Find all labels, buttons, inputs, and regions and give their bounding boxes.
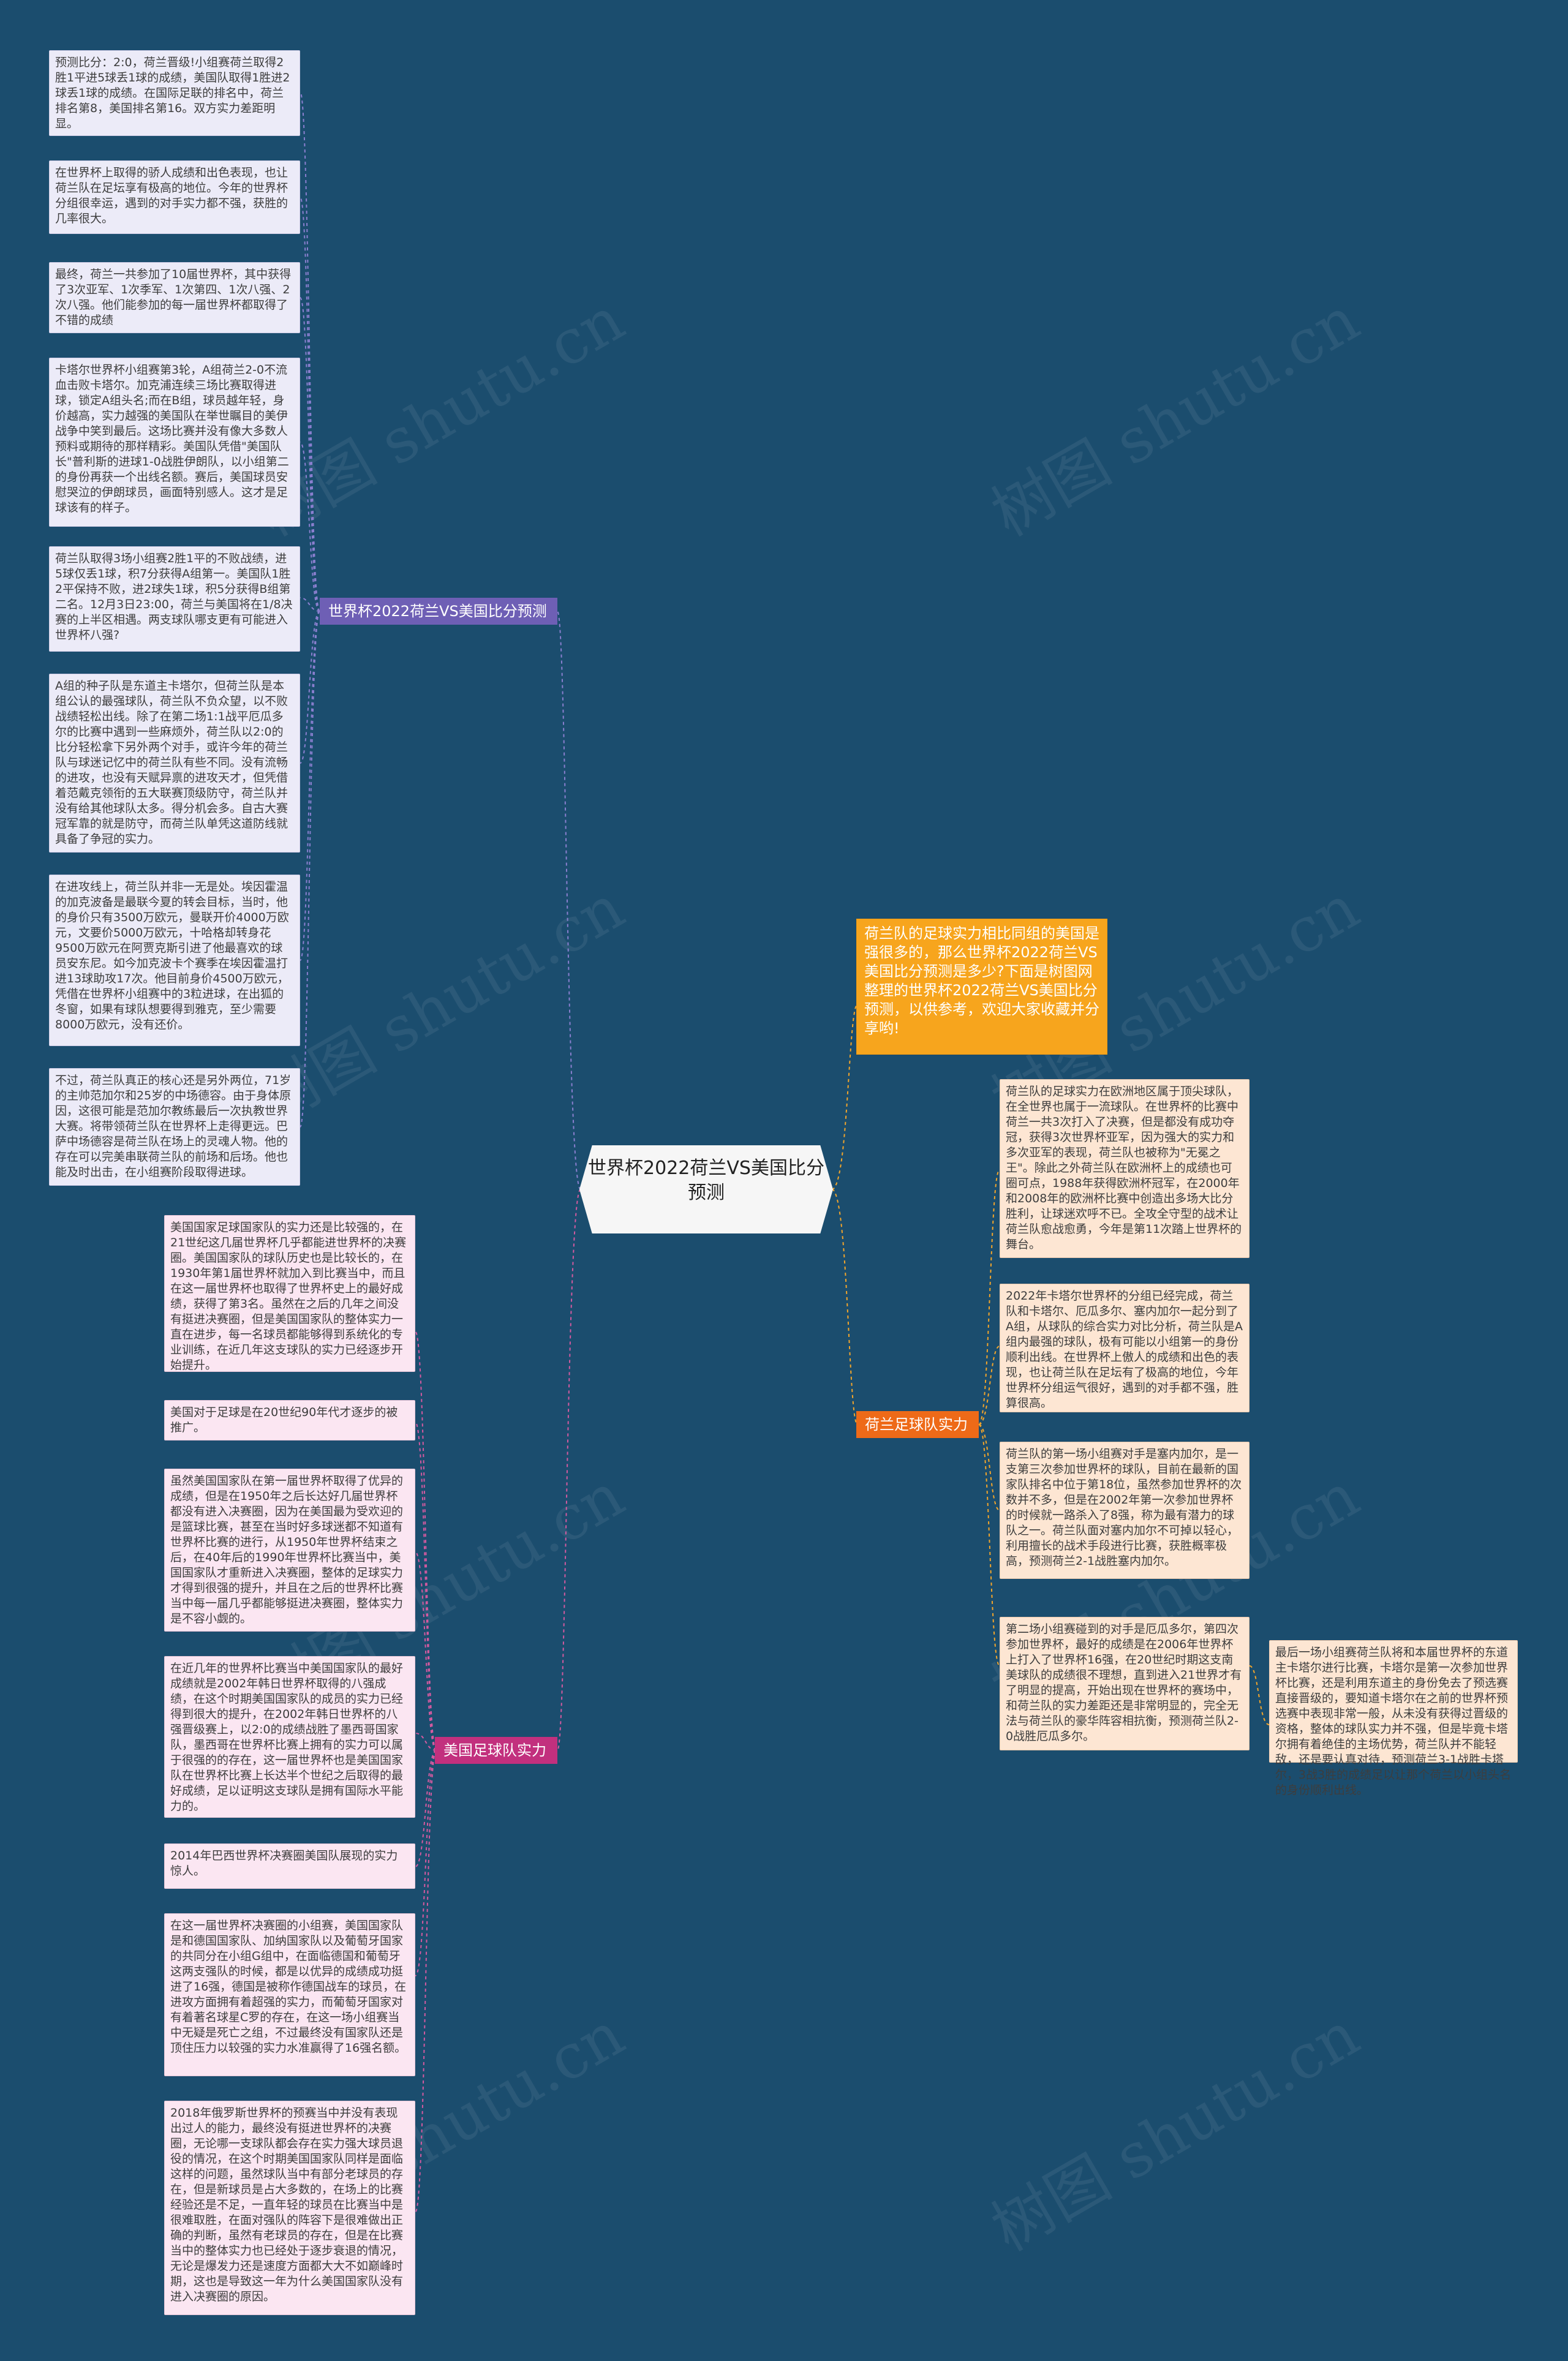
connector-netherlands-leaf	[978, 1424, 1000, 1666]
connector-usa-leaf	[415, 1750, 437, 1976]
usa-leaf: 虽然美国国家队在第一届世界杯取得了优异的成绩，但是在1950年之后长达好几届世界…	[164, 1469, 415, 1632]
connector-prediction-leaf	[300, 91, 320, 612]
connector-netherlands-leaf	[978, 1424, 1000, 1511]
root-title: 世界杯2022荷兰VS美国比分预测	[588, 1158, 824, 1203]
usa-leaf: 2014年巴西世界杯决赛圈美国队展现的实力惊人。	[164, 1843, 415, 1889]
usa-leaf: 美国对于足球是在20世纪90年代才逐步的被推广。	[164, 1400, 415, 1440]
usa-leaf-text: 2018年俄罗斯世界杯的预赛当中并没有表现出过人的能力，最终没有挺进世界杯的决赛…	[170, 2106, 404, 2303]
prediction-leaf: 荷兰队取得3场小组赛2胜1平的不败战绩，进5球仅丢1球，积7分获得A组第一。美国…	[49, 546, 300, 652]
root-topic[interactable]: 世界杯2022荷兰VS美国比分预测	[579, 1145, 833, 1233]
connector-prediction-leaf	[300, 611, 320, 961]
branch-netherlands[interactable]: 荷兰足球队实力	[856, 1411, 979, 1438]
connector-root-usa	[557, 1189, 581, 1751]
intro-text: 荷兰队的足球实力相比同组的美国是强很多的，那么世界杯2022荷兰VS美国比分预测…	[864, 925, 1099, 1037]
connector-usa-leaf	[415, 1750, 437, 1867]
usa-leaf-text: 美国对于足球是在20世纪90年代才逐步的被推广。	[170, 1406, 398, 1434]
netherlands-leaf-text: 荷兰队的第一场小组赛对手是塞内加尔，是一支第三次参加世界杯的球队，目前在最新的国…	[1006, 1447, 1242, 1568]
connector-prediction-leaf	[300, 197, 320, 612]
usa-leaf-text: 虽然美国国家队在第一届世界杯取得了优异的成绩，但是在1950年之后长达好几届世界…	[170, 1474, 404, 1625]
prediction-leaf-text: 卡塔尔世界杯小组赛第3轮，A组荷兰2-0不流血击败卡塔尔。加克浦连续三场比赛取得…	[55, 363, 289, 514]
connector-prediction-leaf	[300, 597, 320, 612]
netherlands-leaf: 荷兰队的第一场小组赛对手是塞内加尔，是一支第三次参加世界杯的球队，目前在最新的国…	[1000, 1442, 1250, 1579]
usa-leaf: 在这一届世界杯决赛圈的小组赛，美国国家队是和德国国家队、加纳国家队以及葡萄牙国家…	[164, 1913, 415, 2076]
branch-netherlands-label: 荷兰足球队实力	[865, 1416, 968, 1433]
usa-leaf: 2018年俄罗斯世界杯的预赛当中并没有表现出过人的能力，最终没有挺进世界杯的决赛…	[164, 2101, 415, 2315]
connector-root-netherlands	[831, 1189, 858, 1425]
usa-leaf-text: 在近几年的世界杯比赛当中美国国家队的最好成绩就是2002年韩日世界杯取得的八强成…	[170, 1662, 404, 1813]
usa-leaf: 美国国家足球国家队的实力还是比较强的，在21世纪这几届世界杯几乎都能进世界杯的决…	[164, 1215, 415, 1372]
connector-usa-leaf	[415, 1421, 437, 1751]
netherlands-leaf: 最后一场小组赛荷兰队将和本届世界杯的东道主卡塔尔进行比赛，卡塔尔是第一次参加世界…	[1269, 1640, 1518, 1797]
usa-leaf: 在近几年的世界杯比赛当中美国国家队的最好成绩就是2002年韩日世界杯取得的八强成…	[164, 1656, 415, 1818]
usa-leaf-text: 美国国家足球国家队的实力还是比较强的，在21世纪这几届世界杯几乎都能进世界杯的决…	[170, 1221, 407, 1372]
connector-root-intro	[831, 1004, 858, 1190]
connector-leaf-leaf	[1249, 1665, 1270, 1725]
connector-netherlands-leaf	[978, 1169, 1000, 1425]
connector-netherlands-leaf	[978, 1346, 1000, 1425]
netherlands-leaf-text: 第二场小组赛碰到的对手是厄瓜多尔，第四次参加世界杯，最好的成绩是在2006年世界…	[1006, 1622, 1242, 1743]
branch-usa-label: 美国足球队实力	[443, 1742, 546, 1759]
netherlands-leaf-text: 2022年卡塔尔世界杯的分组已经完成，荷兰队和卡塔尔、厄瓜多尔、塞内加尔一起分到…	[1006, 1289, 1243, 1410]
prediction-leaf: A组的种子队是东道主卡塔尔，但荷兰队是本组公认的最强球队，荷兰队不负众望，以不败…	[49, 674, 300, 853]
connector-prediction-leaf	[300, 442, 320, 612]
connector-usa-leaf	[415, 1331, 437, 1751]
prediction-leaf-text: 在世界杯上取得的骄人成绩和出色表现，也让荷兰队在足坛享有极高的地位。今年的世界杯…	[55, 166, 288, 225]
branch-prediction[interactable]: 世界杯2022荷兰VS美国比分预测	[320, 598, 557, 625]
connector-prediction-leaf	[300, 297, 320, 612]
prediction-leaf: 在世界杯上取得的骄人成绩和出色表现，也让荷兰队在足坛享有极高的地位。今年的世界杯…	[49, 160, 300, 234]
connector-prediction-leaf	[300, 611, 320, 1128]
netherlands-leaf: 第二场小组赛碰到的对手是厄瓜多尔，第四次参加世界杯，最好的成绩是在2006年世界…	[1000, 1617, 1250, 1750]
connector-usa-leaf	[415, 1750, 437, 2213]
prediction-leaf: 不过，荷兰队真正的核心还是另外两位，71岁的主帅范加尔和25岁的中场德容。由于身…	[49, 1068, 300, 1186]
prediction-leaf: 在进攻线上，荷兰队并非一无是处。埃因霍温的加克波备是最联今夏的转会目标，当时，他…	[49, 875, 300, 1046]
prediction-leaf-text: 不过，荷兰队真正的核心还是另外两位，71岁的主帅范加尔和25岁的中场德容。由于身…	[55, 1074, 292, 1179]
prediction-leaf-text: 在进攻线上，荷兰队并非一无是处。埃因霍温的加克波备是最联今夏的转会目标，当时，他…	[55, 880, 289, 1031]
usa-leaf-text: 2014年巴西世界杯决赛圈美国队展现的实力惊人。	[170, 1849, 398, 1878]
prediction-leaf-text: 预测比分：2:0，荷兰晋级!小组赛荷兰取得2胜1平进5球丢1球的成绩，美国队取得…	[55, 56, 290, 130]
branch-usa[interactable]: 美国足球队实力	[435, 1737, 557, 1764]
usa-leaf-text: 在这一届世界杯决赛圈的小组赛，美国国家队是和德国国家队、加纳国家队以及葡萄牙国家…	[170, 1919, 407, 2055]
prediction-leaf: 卡塔尔世界杯小组赛第3轮，A组荷兰2-0不流血击败卡塔尔。加克浦连续三场比赛取得…	[49, 358, 300, 527]
prediction-leaf-text: 荷兰队取得3场小组赛2胜1平的不败战绩，进5球仅丢1球，积7分获得A组第一。美国…	[55, 552, 293, 642]
connector-usa-leaf	[415, 1551, 437, 1751]
prediction-leaf-text: 最终，荷兰一共参加了10届世界杯，其中获得了3次亚军、1次季军、1次第四、1次八…	[55, 268, 292, 327]
netherlands-leaf: 荷兰队的足球实力在欧洲地区属于顶尖球队，在全世界也属于一流球队。在世界杯的比赛中…	[1000, 1079, 1250, 1258]
connector-prediction-leaf	[300, 611, 320, 764]
prediction-leaf-text: A组的种子队是东道主卡塔尔，但荷兰队是本组公认的最强球队，荷兰队不负众望，以不败…	[55, 679, 288, 846]
connector-root-prediction	[557, 611, 581, 1190]
connector-usa-leaf	[415, 1733, 437, 1751]
netherlands-leaf: 2022年卡塔尔世界杯的分组已经完成，荷兰队和卡塔尔、厄瓜多尔、塞内加尔一起分到…	[1000, 1284, 1250, 1412]
netherlands-leaf-text: 荷兰队的足球实力在欧洲地区属于顶尖球队，在全世界也属于一流球队。在世界杯的比赛中…	[1006, 1085, 1242, 1251]
netherlands-leaf-text: 最后一场小组赛荷兰队将和本届世界杯的东道主卡塔尔进行比赛，卡塔尔是第一次参加世界…	[1275, 1646, 1512, 1797]
prediction-leaf: 最终，荷兰一共参加了10届世界杯，其中获得了3次亚军、1次季军、1次第四、1次八…	[49, 262, 300, 333]
intro-note: 荷兰队的足球实力相比同组的美国是强很多的，那么世界杯2022荷兰VS美国比分预测…	[856, 919, 1107, 1055]
prediction-leaf: 预测比分：2:0，荷兰晋级!小组赛荷兰取得2胜1平进5球丢1球的成绩，美国队取得…	[49, 50, 300, 136]
branch-prediction-label: 世界杯2022荷兰VS美国比分预测	[328, 603, 547, 620]
